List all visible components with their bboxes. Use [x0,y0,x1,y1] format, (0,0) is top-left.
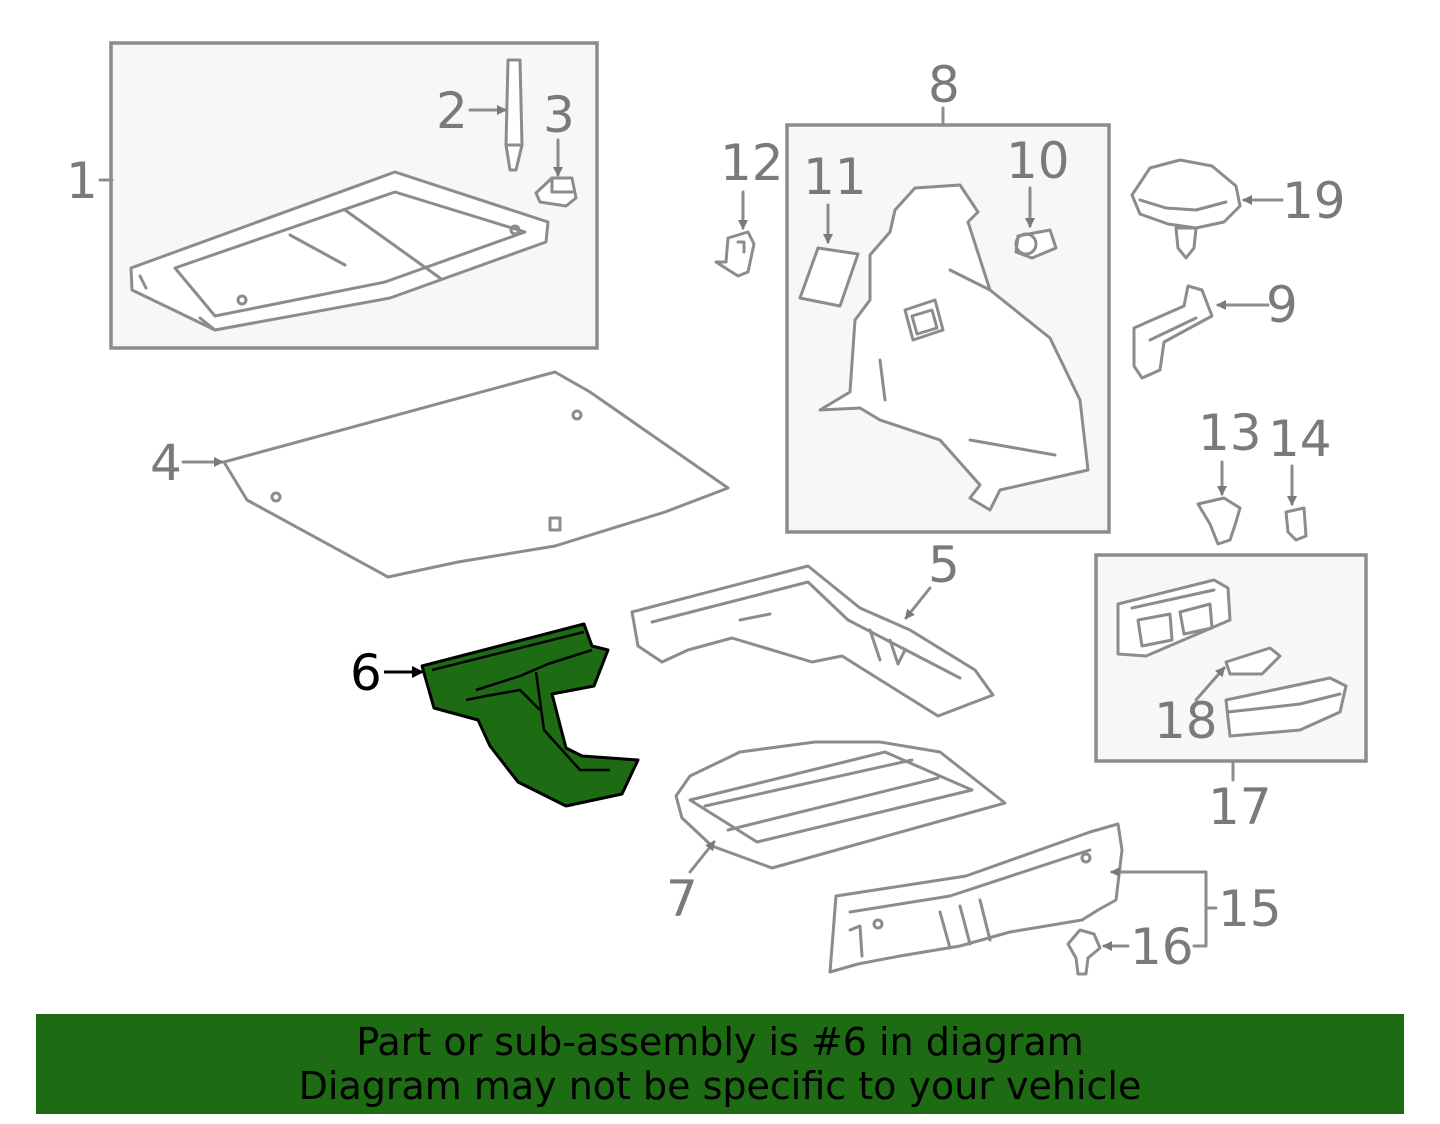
part-5-floor-trim [630,564,995,718]
callout-12: 12 [720,134,784,192]
part-11-cover [798,246,860,308]
part-15-rear-trim [828,822,1124,974]
part-9-bracket [1132,284,1214,380]
part-2-support-rod [504,58,524,172]
part-8-quarter-trim [818,183,1090,512]
notice-banner: Part or sub-assembly is #6 in diagram Di… [36,1014,1404,1114]
callout-19: 19 [1282,172,1346,230]
leader-18 [1194,666,1226,702]
part-14-plug [1284,506,1308,542]
part-4-trunk-mat [222,370,730,579]
part-17-tray [1116,578,1232,658]
callout-11: 11 [803,148,867,206]
callout-7: 7 [666,870,698,928]
notice-line-1: Part or sub-assembly is #6 in diagram [356,1020,1084,1064]
callout-15: 15 [1218,880,1282,938]
part-13-fastener [1196,496,1242,546]
notice-line-2: Diagram may not be specific to your vehi… [298,1064,1142,1108]
part-19-knob [1130,158,1242,260]
callout-5: 5 [928,536,960,594]
callout-6: 6 [350,644,382,702]
callout-1: 1 [66,152,98,210]
part-16-clip [1066,928,1102,976]
callout-17: 17 [1208,778,1272,836]
callout-3: 3 [543,86,575,144]
callout-13: 13 [1198,404,1262,462]
part-3-clip [534,176,578,208]
callout-16: 16 [1130,918,1194,976]
callout-2: 2 [436,82,468,140]
callout-14: 14 [1268,410,1332,468]
part-18-seal [1224,646,1282,676]
part-6-highlighted [420,622,640,808]
callout-10: 10 [1006,132,1070,190]
part-10-clip [1014,228,1058,260]
leader-5 [904,586,932,620]
part-12-bracket [714,230,756,278]
part-1-package-tray [129,170,550,332]
callout-18: 18 [1154,692,1218,750]
callout-4: 4 [150,434,182,492]
callout-8: 8 [928,56,960,114]
part-7-floor-board [674,740,1007,870]
leader-7 [688,840,716,874]
parts-diagram: 1 2 3 4 5 6 7 8 9 10 11 12 13 14 15 16 1… [66,41,1368,976]
callout-9: 9 [1266,276,1298,334]
part-17-lid [1224,676,1348,738]
